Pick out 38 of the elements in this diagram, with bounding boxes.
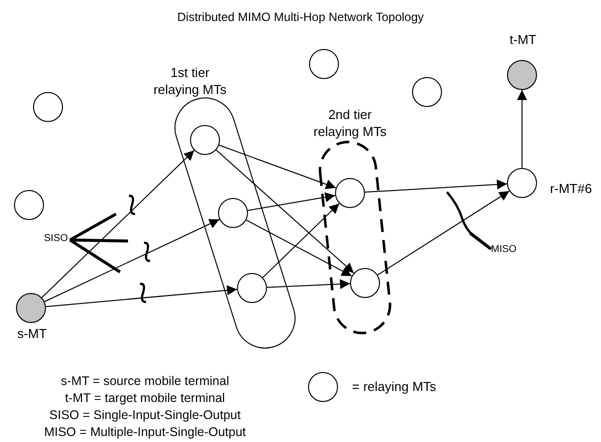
- arrow: [41, 150, 195, 298]
- group-label: 2nd tier relaying MTs: [312, 106, 388, 140]
- relay-node: [190, 125, 220, 155]
- diagram-title: Distributed MIMO Multi-Hop Network Topology: [176, 10, 425, 25]
- leader-line: [69, 212, 117, 242]
- arrow: [364, 179, 508, 193]
- relay-node: [335, 178, 365, 208]
- relay-node: [309, 49, 339, 79]
- relay-node: [14, 190, 44, 220]
- arrow: [44, 218, 220, 302]
- arrow: [262, 202, 340, 278]
- relay-node: [218, 198, 248, 228]
- arrow: [517, 90, 527, 168]
- definition-text: s-MT = source mobile terminal: [60, 373, 230, 390]
- group-label: 1st tier relaying MTs: [152, 64, 228, 98]
- leader-line: [70, 238, 128, 242]
- callout-label: SISO: [44, 233, 68, 245]
- arrow: [218, 144, 336, 190]
- definition-text: SISO = Single-Input-Single-Output: [49, 407, 241, 424]
- node-label: r-MT#6: [549, 181, 593, 197]
- arrow: [246, 220, 352, 276]
- arrow: [266, 279, 351, 290]
- leader-line: [69, 238, 121, 274]
- definition-text: t-MT = target mobile terminal: [65, 390, 225, 407]
- arrow: [377, 190, 510, 276]
- relay-node: [33, 92, 63, 122]
- node-label: s-MT: [16, 326, 48, 342]
- node-label: t-MT: [508, 32, 538, 48]
- leader-line: [469, 232, 492, 250]
- arrow: [247, 192, 336, 211]
- relay-node: [350, 268, 380, 298]
- legend-text: = relaying MTs: [352, 379, 436, 395]
- arrow: [45, 285, 238, 308]
- relay-node: [412, 77, 442, 107]
- callout-label: MISO: [491, 244, 517, 256]
- arrow: [216, 150, 354, 274]
- relay-node: [237, 273, 267, 303]
- definition-text: MISO = Multiple-Input-Single-Output: [44, 424, 246, 441]
